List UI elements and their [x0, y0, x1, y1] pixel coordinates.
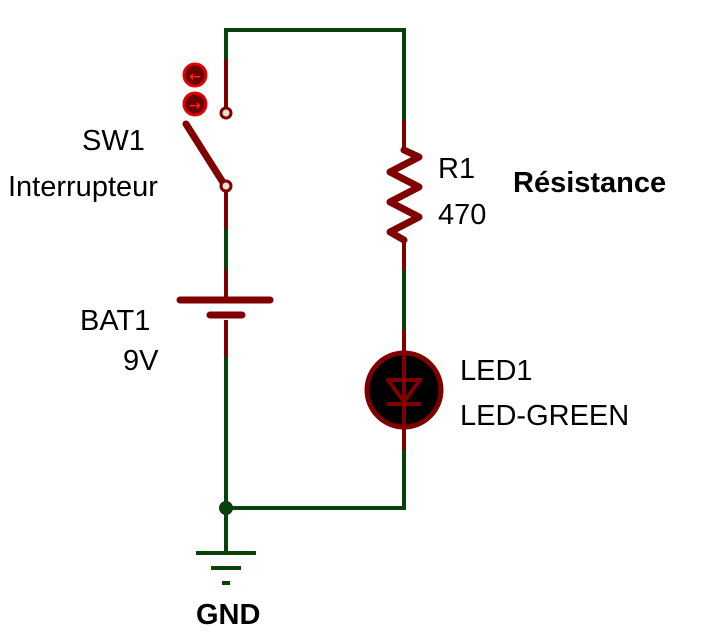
- wires: [219, 28, 406, 554]
- arrow-right-icon: →: [189, 98, 201, 114]
- switch-close-button[interactable]: ←: [182, 62, 208, 88]
- switch-ref-label: SW1: [82, 125, 145, 157]
- resistor-value-label: 470: [438, 199, 486, 231]
- switch-lever: [182, 120, 228, 188]
- battery-bat1[interactable]: BAT1 9V: [80, 270, 274, 377]
- junction-dot: [219, 501, 233, 515]
- actuator-up-icon[interactable]: [182, 62, 208, 88]
- switch-value-label: Interrupteur: [8, 171, 158, 203]
- switch-sw1[interactable]: ← → SW1 Interrupteur: [8, 60, 233, 228]
- ground-label: GND: [196, 599, 260, 631]
- led-value-label: LED-GREEN: [460, 400, 629, 432]
- resistor-annotation: Résistance: [513, 167, 666, 199]
- battery-value-label: 9V: [123, 345, 159, 377]
- battery-ref-label: BAT1: [80, 305, 150, 337]
- led-led1[interactable]: LED1 LED-GREEN: [364, 330, 629, 450]
- resistor-r1[interactable]: R1 470 Résistance: [386, 120, 666, 270]
- wire-top[interactable]: [224, 28, 406, 122]
- resistor-zigzag: [386, 146, 423, 244]
- ground-gnd[interactable]: GND: [196, 551, 260, 631]
- diode-triangle-icon: [386, 378, 422, 404]
- switch-terminal-top: [219, 106, 233, 120]
- resistor-ref-label: R1: [438, 153, 475, 185]
- arrow-left-icon: ←: [189, 69, 201, 85]
- wire-led-gnd[interactable]: [224, 448, 406, 510]
- actuator-down-icon[interactable]: [182, 91, 208, 117]
- led-ref-label: LED1: [460, 355, 533, 387]
- switch-open-button[interactable]: →: [182, 91, 208, 117]
- switch-terminal-bottom: [219, 179, 233, 193]
